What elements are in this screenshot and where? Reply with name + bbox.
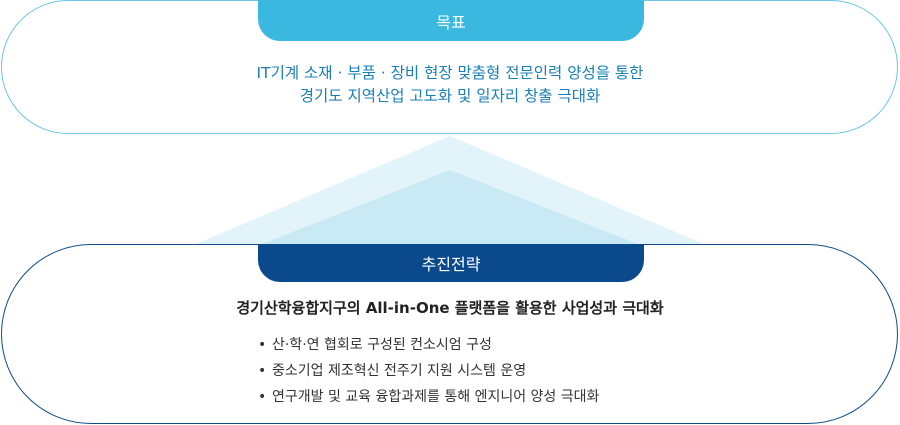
strategy-item-text: 산·학·연 협회로 구성된 컨소시엄 구성 — [272, 337, 492, 353]
strategy-item-text: 연구개발 및 교육 융합과제를 통해 엔지니어 양성 극대화 — [272, 389, 600, 405]
pyramid-inner-shape — [262, 170, 638, 244]
strategy-tab: 추진전략 — [258, 244, 644, 282]
goal-line-1: IT기계 소재 · 부품 · 장비 현장 맞춤형 전문인력 양성을 통한 — [256, 64, 644, 82]
goal-statement: IT기계 소재 · 부품 · 장비 현장 맞춤형 전문인력 양성을 통한 경기도… — [0, 62, 900, 108]
bullet-icon: • — [258, 363, 267, 379]
strategy-item: • 산·학·연 협회로 구성된 컨소시엄 구성 — [258, 332, 599, 358]
strategy-item-text: 중소기업 제조혁신 전주기 지원 시스템 운영 — [272, 363, 527, 379]
goal-tab: 목표 — [258, 0, 644, 41]
goal-line-2: 경기도 지역산업 고도화 및 일자리 창출 극대화 — [299, 87, 601, 105]
strategy-item: • 중소기업 제조혁신 전주기 지원 시스템 운영 — [258, 358, 599, 384]
strategy-list: • 산·학·연 협회로 구성된 컨소시엄 구성 • 중소기업 제조혁신 전주기 지원… — [258, 332, 599, 410]
strategy-item: • 연구개발 및 교육 융합과제를 통해 엔지니어 양성 극대화 — [258, 384, 599, 410]
strategy-heading: 경기산학융합지구의 All-in-One 플랫폼을 활용한 사업성과 극대화 — [236, 299, 664, 317]
strategy-panel — [1, 244, 898, 424]
bullet-icon: • — [258, 337, 267, 353]
bullet-icon: • — [258, 389, 267, 405]
